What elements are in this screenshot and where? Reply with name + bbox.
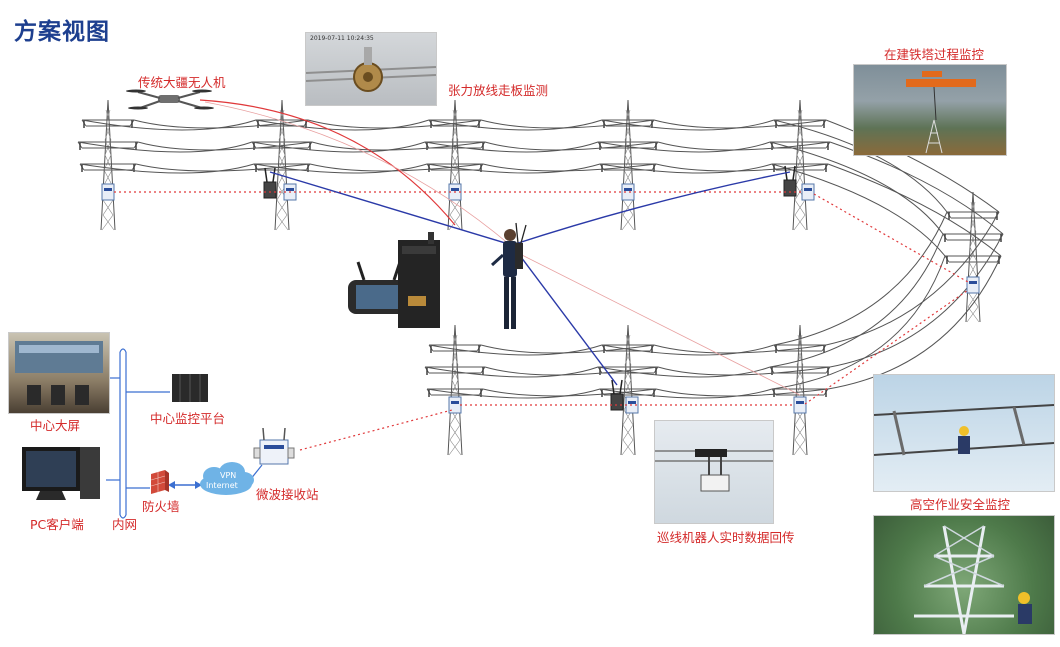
radio-icon <box>966 276 980 294</box>
drone-link-2 <box>204 101 511 246</box>
monitor-icon <box>22 447 100 500</box>
firewall-icon <box>150 470 169 494</box>
label-robot: 巡线机器人实时数据回传 <box>657 530 795 545</box>
robot-photo <box>654 420 774 524</box>
vpn-text: VPN <box>220 471 236 480</box>
label-tower-build: 在建铁塔过程监控 <box>884 47 985 62</box>
page-title: 方案视图 <box>14 19 110 45</box>
tower-construction-photo <box>853 64 1007 156</box>
label-center-screen: 中心大屏 <box>30 418 81 433</box>
label-firewall: 防火墙 <box>142 499 180 514</box>
controller-icon <box>348 261 410 314</box>
photo-timestamp: 2019-07-11 10:24:35 <box>310 35 374 42</box>
label-pc-client: PC客户端 <box>30 517 84 532</box>
power-lines-upper <box>77 119 1004 257</box>
operator-icon <box>490 222 527 329</box>
label-intranet: 内网 <box>112 517 138 532</box>
power-lines-lower <box>424 211 1004 399</box>
radio-icon <box>793 396 807 414</box>
radio-case-icon <box>398 232 440 328</box>
pulley-icon <box>306 47 436 92</box>
microwave-station-icon <box>253 427 295 465</box>
drone-icon <box>126 89 214 110</box>
label-drone: 传统大疆无人机 <box>138 75 226 90</box>
drone-link <box>199 99 456 226</box>
label-monitor-platform: 中心监控平台 <box>150 411 226 426</box>
internet-text: Internet <box>206 481 238 490</box>
server-icon <box>172 374 208 402</box>
radio-icon <box>801 183 815 201</box>
high-altitude-photo <box>873 374 1055 492</box>
dotted-links <box>114 191 969 451</box>
label-microwave: 微波接收站 <box>256 487 319 502</box>
radio-icon <box>621 183 635 201</box>
tower-climb-photo <box>873 515 1055 635</box>
label-tension: 张力放线走板监测 <box>448 83 549 98</box>
control-room-photo <box>8 332 110 414</box>
cloud-icon <box>200 462 254 495</box>
radio-icon <box>101 183 115 201</box>
label-high-altitude: 高空作业安全监控 <box>910 497 1011 512</box>
tension-monitoring-photo: 2019-07-11 10:24:35 <box>305 32 437 106</box>
operator-links <box>269 171 791 386</box>
